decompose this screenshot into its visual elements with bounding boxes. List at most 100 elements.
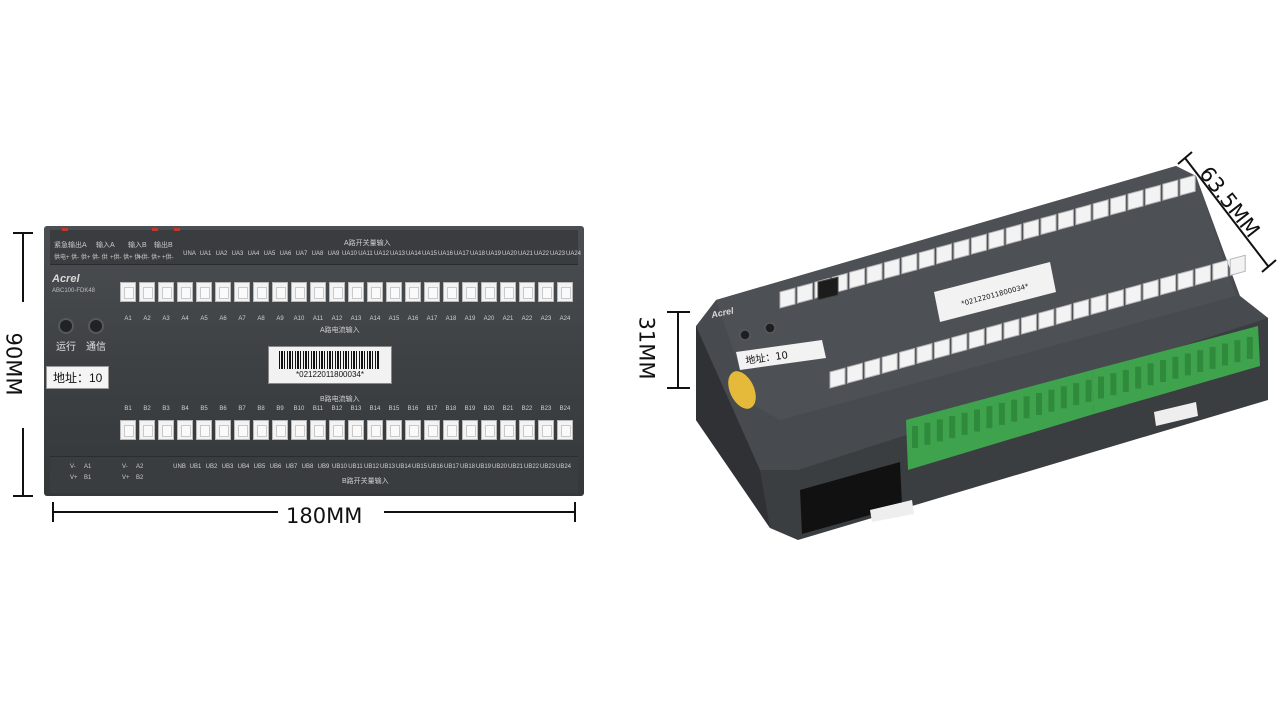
bottom-left-label: V- xyxy=(122,464,128,470)
terminal-label: UB22 xyxy=(524,464,540,470)
device-front-view: 紧急输出A 输入A 输入B 输出B 供电+ 供- 供+ 供- 供 +供- 供+ … xyxy=(44,226,584,496)
terminal-label: B7 xyxy=(238,406,246,412)
terminal-pin xyxy=(1222,343,1228,366)
b-connector xyxy=(405,420,421,440)
bottom-left-label: A1 xyxy=(84,464,92,470)
b-connector xyxy=(253,420,269,440)
terminal-label: UB17 xyxy=(444,464,460,470)
terminal-label: UNA xyxy=(183,251,196,257)
b-connector xyxy=(864,357,881,379)
terminal-pin xyxy=(998,402,1005,425)
terminal-pin xyxy=(1147,363,1154,386)
terminal-pin xyxy=(1060,386,1067,409)
b-connector xyxy=(1020,313,1037,335)
a-connector xyxy=(120,282,136,302)
terminal-label: UB23 xyxy=(540,464,556,470)
terminal-label: A13 xyxy=(350,316,362,322)
terminal-pin xyxy=(1036,393,1042,415)
a-connector xyxy=(1144,184,1161,206)
a-connector xyxy=(519,282,535,302)
terminal-label: A14 xyxy=(369,316,381,322)
dim-tick xyxy=(1261,259,1277,273)
a-connector xyxy=(367,282,383,302)
b-connector xyxy=(1003,318,1020,340)
terminal-label: A21 xyxy=(502,316,514,322)
terminal-pin xyxy=(924,422,931,445)
terminal-pin xyxy=(1110,373,1117,396)
b-connector xyxy=(177,420,193,440)
b-connector xyxy=(196,420,212,440)
a-connector xyxy=(970,233,987,255)
terminal-pin xyxy=(1135,366,1142,389)
a-connector xyxy=(177,282,193,302)
terminal-label: UNB xyxy=(173,464,186,470)
terminal-pin xyxy=(1197,350,1204,373)
terminal-label: UB19 xyxy=(476,464,492,470)
b-connector xyxy=(1038,308,1055,330)
a-connector xyxy=(443,282,459,302)
brand-logo-persp: Acrel xyxy=(709,305,735,320)
a-connector xyxy=(796,282,813,304)
terminal-pin xyxy=(912,426,918,448)
terminal-label: A8 xyxy=(257,316,265,322)
a-connector xyxy=(1005,223,1022,245)
terminal-label: UB12 xyxy=(364,464,380,470)
terminal-label: A15 xyxy=(388,316,400,322)
bottom-left-label: B2 xyxy=(136,475,144,481)
b-connector xyxy=(1090,293,1107,316)
dim-tick xyxy=(574,502,576,522)
b-connector xyxy=(481,420,497,440)
terminal-label: UA8 xyxy=(311,251,324,257)
a-connector xyxy=(988,228,1005,250)
terminal-label: B23 xyxy=(540,406,552,412)
din-clip xyxy=(870,500,914,522)
a-connector xyxy=(215,282,231,302)
top-sub-1: 供电+ 供- 供+ 供- 供 xyxy=(54,255,108,261)
terminal-label: UA3 xyxy=(231,251,244,257)
terminal-label: B17 xyxy=(426,406,438,412)
dim-width-label: 180MM xyxy=(286,504,363,528)
a-connector xyxy=(1127,189,1144,211)
b-current-connectors xyxy=(120,420,573,440)
b-connector xyxy=(234,420,250,440)
a-connector xyxy=(849,267,866,290)
dim-line xyxy=(52,511,278,513)
a-connector xyxy=(918,248,935,270)
a-connector xyxy=(253,282,269,302)
din-clip xyxy=(1154,402,1198,426)
section-b-switch-title: B路开关量输入 xyxy=(342,478,389,485)
terminal-label: UB14 xyxy=(396,464,412,470)
a-connector xyxy=(557,282,573,302)
terminal-label: UB15 xyxy=(412,464,428,470)
terminal-label: UA17 xyxy=(454,251,470,257)
terminal-label: B12 xyxy=(331,406,343,412)
terminal-label: UA5 xyxy=(263,251,276,257)
terminal-label: UB3 xyxy=(221,464,234,470)
terminal-label: UB10 xyxy=(332,464,348,470)
bottom-left-label: V+ xyxy=(122,475,130,481)
a-connector xyxy=(272,282,288,302)
terminal-label: UA10 xyxy=(342,251,358,257)
a-connector xyxy=(538,282,554,302)
terminal-pin xyxy=(1234,340,1241,363)
terminal-label: B6 xyxy=(219,406,227,412)
terminal-label: B21 xyxy=(502,406,514,412)
b-connector xyxy=(329,420,345,440)
run-label: 运行 xyxy=(56,342,76,353)
b-connector xyxy=(367,420,383,440)
a-connector xyxy=(310,282,326,302)
dim-line xyxy=(384,511,576,513)
red-indicator xyxy=(62,228,68,231)
terminal-label: B9 xyxy=(276,406,284,412)
b-connector xyxy=(1212,259,1229,281)
terminal-pin xyxy=(986,406,993,429)
terminal-label: UA20 xyxy=(502,251,518,257)
terminal-label: UB13 xyxy=(380,464,396,470)
a-connector xyxy=(901,253,918,275)
dim-tick xyxy=(13,495,33,497)
perspective-b-connectors xyxy=(829,254,1246,389)
terminal-label: A9 xyxy=(276,316,284,322)
terminal-label: A11 xyxy=(312,316,324,322)
